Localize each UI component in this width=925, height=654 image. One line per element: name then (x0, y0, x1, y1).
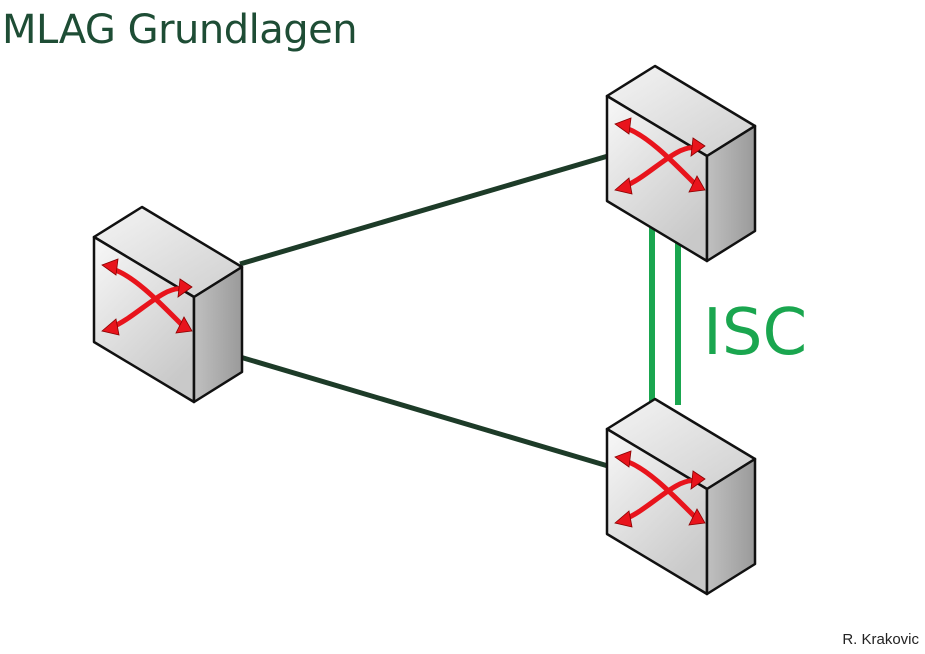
switch-icon (94, 207, 242, 402)
page-title: MLAG Grundlagen (2, 7, 358, 53)
switch-icon (607, 66, 755, 261)
switch-top-right (607, 66, 755, 261)
link-left-top (239, 153, 609, 267)
switch-icon (607, 399, 755, 594)
link-left-bottom (239, 354, 609, 469)
isc-label: ISC (703, 296, 807, 370)
switch-left (94, 207, 242, 402)
switch-bottom-right (607, 399, 755, 594)
author-credit: R. Krakovic (842, 631, 919, 648)
